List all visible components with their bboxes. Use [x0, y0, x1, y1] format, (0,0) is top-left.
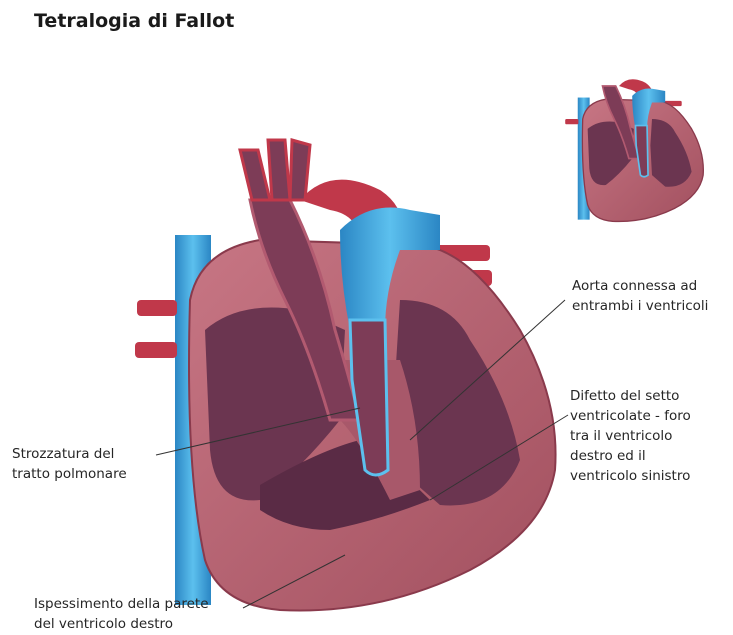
label-septal-line-2: ventricolate - foro: [570, 406, 691, 426]
label-thickening-line-1: Ispessimento della parete: [34, 594, 209, 614]
inset-heart: [565, 79, 703, 221]
main-heart: [135, 140, 556, 611]
label-septal-line-1: Difetto del setto: [570, 386, 691, 406]
label-thickening-line-2: del ventricolo destro: [34, 614, 209, 634]
label-stenosis-line-1: Strozzatura del: [12, 444, 127, 464]
label-septal-line-4: destro ed il: [570, 446, 691, 466]
label-stenosis-line-2: tratto polmonare: [12, 464, 127, 484]
label-thickening: Ispessimento della parete del ventricolo…: [34, 594, 209, 634]
label-aorta-line-1: Aorta connessa ad: [572, 276, 708, 296]
label-aorta-line-2: entrambi i ventricoli: [572, 296, 708, 316]
label-septal-line-5: ventricolo sinistro: [570, 466, 691, 486]
label-stenosis: Strozzatura del tratto polmonare: [12, 444, 127, 484]
label-septal-line-3: tra il ventricolo: [570, 426, 691, 446]
label-aorta: Aorta connessa ad entrambi i ventricoli: [572, 276, 708, 316]
label-septal-defect: Difetto del setto ventricolate - foro tr…: [570, 386, 691, 486]
